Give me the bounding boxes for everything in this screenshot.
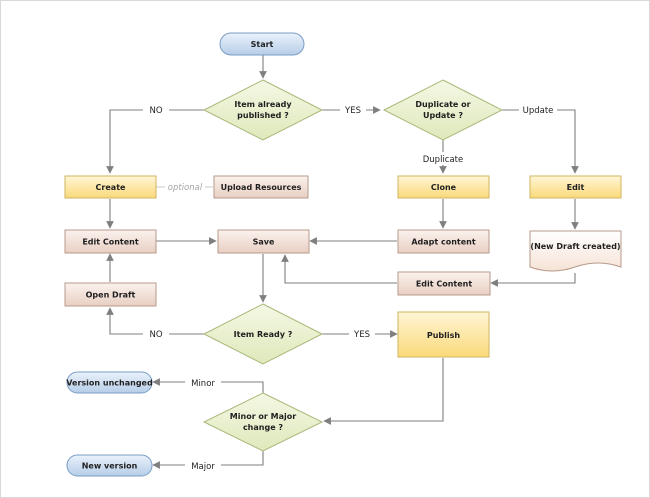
- node-publish: Publish: [397, 311, 490, 358]
- label-minor: Minor: [191, 379, 215, 389]
- edge-editcontent-to-save-loop: [281, 254, 397, 284]
- node-minor-major-decision: Minor or Major change ?: [202, 392, 324, 452]
- node-adapt-label: Adapt content: [411, 238, 476, 247]
- node-publish-label: Publish: [427, 331, 461, 340]
- label-duplicate: Duplicate: [423, 155, 464, 165]
- edge-newdraft-to-editcontent: [490, 273, 576, 287]
- edges: [106, 55, 579, 469]
- edge-published-no: [106, 109, 204, 174]
- node-edit-content-left: Edit Content: [64, 229, 157, 254]
- node-published-decision: Item already published ?: [202, 79, 324, 141]
- node-duplicate-decision: Duplicate or Update ?: [382, 79, 504, 141]
- edge-ready-no: [106, 307, 204, 335]
- node-version-unchanged-label: Version unchanged: [66, 379, 153, 388]
- label-major: Major: [191, 462, 215, 472]
- node-edit-content-right: Edit Content: [397, 271, 491, 296]
- label-no-top: NO: [149, 106, 162, 116]
- node-new-version-label: New version: [82, 462, 138, 471]
- node-ready-label: Item Ready ?: [234, 330, 293, 339]
- node-create: Create: [64, 175, 157, 199]
- node-published-label-1: Item already: [234, 100, 292, 109]
- edge-duplicate-update: [501, 109, 579, 174]
- edge-publish-to-minormajor: [323, 358, 444, 425]
- node-adapt-content: Adapt content: [397, 229, 490, 254]
- node-clone: Clone: [397, 175, 490, 199]
- node-edit-content-left-label: Edit Content: [82, 238, 139, 247]
- node-new-draft-label: (New Draft created): [530, 242, 620, 251]
- node-open-draft: Open Draft: [64, 282, 157, 307]
- edge-labels: NO YES Update Duplicate optional NO YES …: [143, 103, 557, 472]
- label-no-bottom: NO: [149, 330, 162, 340]
- node-minor-major-label-2: change ?: [243, 423, 283, 432]
- node-duplicate-label-1: Duplicate or: [415, 100, 470, 109]
- node-clone-label: Clone: [431, 183, 457, 192]
- node-upload-resources: Upload Resources: [213, 175, 309, 199]
- node-published-label-2: published ?: [237, 111, 289, 120]
- node-duplicate-label-2: Update ?: [423, 111, 463, 120]
- node-save-label: Save: [253, 238, 275, 247]
- node-new-draft: (New Draft created): [529, 230, 622, 272]
- label-optional: optional: [168, 183, 203, 193]
- label-update: Update: [523, 106, 554, 116]
- node-edit-content-right-label: Edit Content: [416, 280, 473, 289]
- node-start: Start: [219, 32, 305, 56]
- label-yes-bottom: YES: [353, 330, 370, 340]
- node-ready-decision: Item Ready ?: [202, 303, 324, 365]
- node-new-version: New version: [66, 454, 153, 477]
- node-open-draft-label: Open Draft: [86, 291, 136, 300]
- node-version-unchanged: Version unchanged: [66, 371, 153, 394]
- node-upload-label: Upload Resources: [221, 183, 302, 192]
- node-minor-major-label-1: Minor or Major: [230, 412, 296, 421]
- node-save: Save: [217, 229, 310, 254]
- node-start-label: Start: [251, 40, 274, 49]
- node-edit-label: Edit: [567, 183, 585, 192]
- node-edit: Edit: [529, 175, 622, 199]
- label-yes-top: YES: [344, 106, 361, 116]
- node-create-label: Create: [96, 183, 126, 192]
